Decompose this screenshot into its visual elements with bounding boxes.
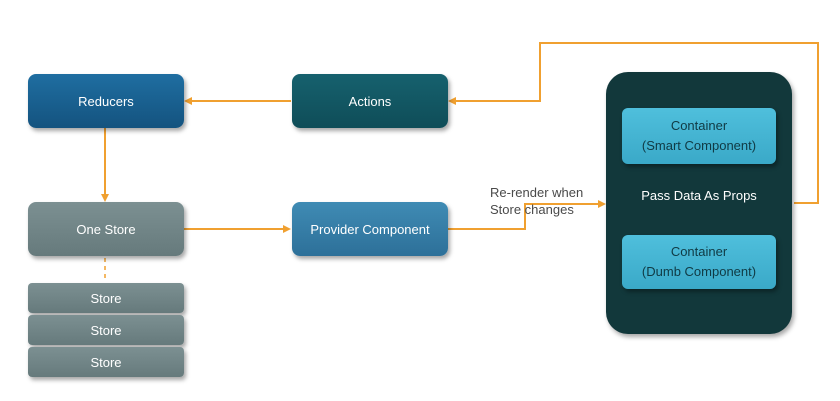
one-store-label: One Store	[76, 221, 136, 237]
actions-node: Actions	[292, 74, 448, 128]
store-node-3: Store	[28, 347, 184, 377]
store-label-1: Store	[90, 290, 122, 306]
provider-component-label: Provider Component	[310, 221, 430, 237]
arrow-provider-to-container	[448, 200, 606, 230]
dumb-component-line-2: (Dumb Component)	[641, 264, 757, 279]
rerender-annotation: Re-render when Store changes	[490, 184, 610, 218]
provider-component-node: Provider Component	[292, 202, 448, 256]
smart-component-node: Container (Smart Component)	[622, 108, 776, 164]
one-store-node: One Store	[28, 202, 184, 256]
pass-data-label: Pass Data As Props	[641, 188, 757, 203]
store-label-3: Store	[90, 354, 122, 370]
rerender-line-1: Re-render when	[490, 185, 584, 200]
store-node-1: Store	[28, 283, 184, 313]
smart-component-line-2: (Smart Component)	[641, 138, 757, 153]
rerender-line-2: Store changes	[490, 202, 574, 217]
reducers-label: Reducers	[78, 93, 134, 109]
reducers-node: Reducers	[28, 74, 184, 128]
arrow-container-to-actions	[448, 42, 819, 204]
store-label-2: Store	[90, 322, 122, 338]
dumb-component-line-1: Container	[670, 244, 728, 259]
actions-label: Actions	[348, 93, 392, 109]
store-node-2: Store	[28, 315, 184, 345]
smart-component-line-1: Container	[670, 118, 728, 133]
dumb-component-node: Container (Dumb Component)	[622, 235, 776, 289]
